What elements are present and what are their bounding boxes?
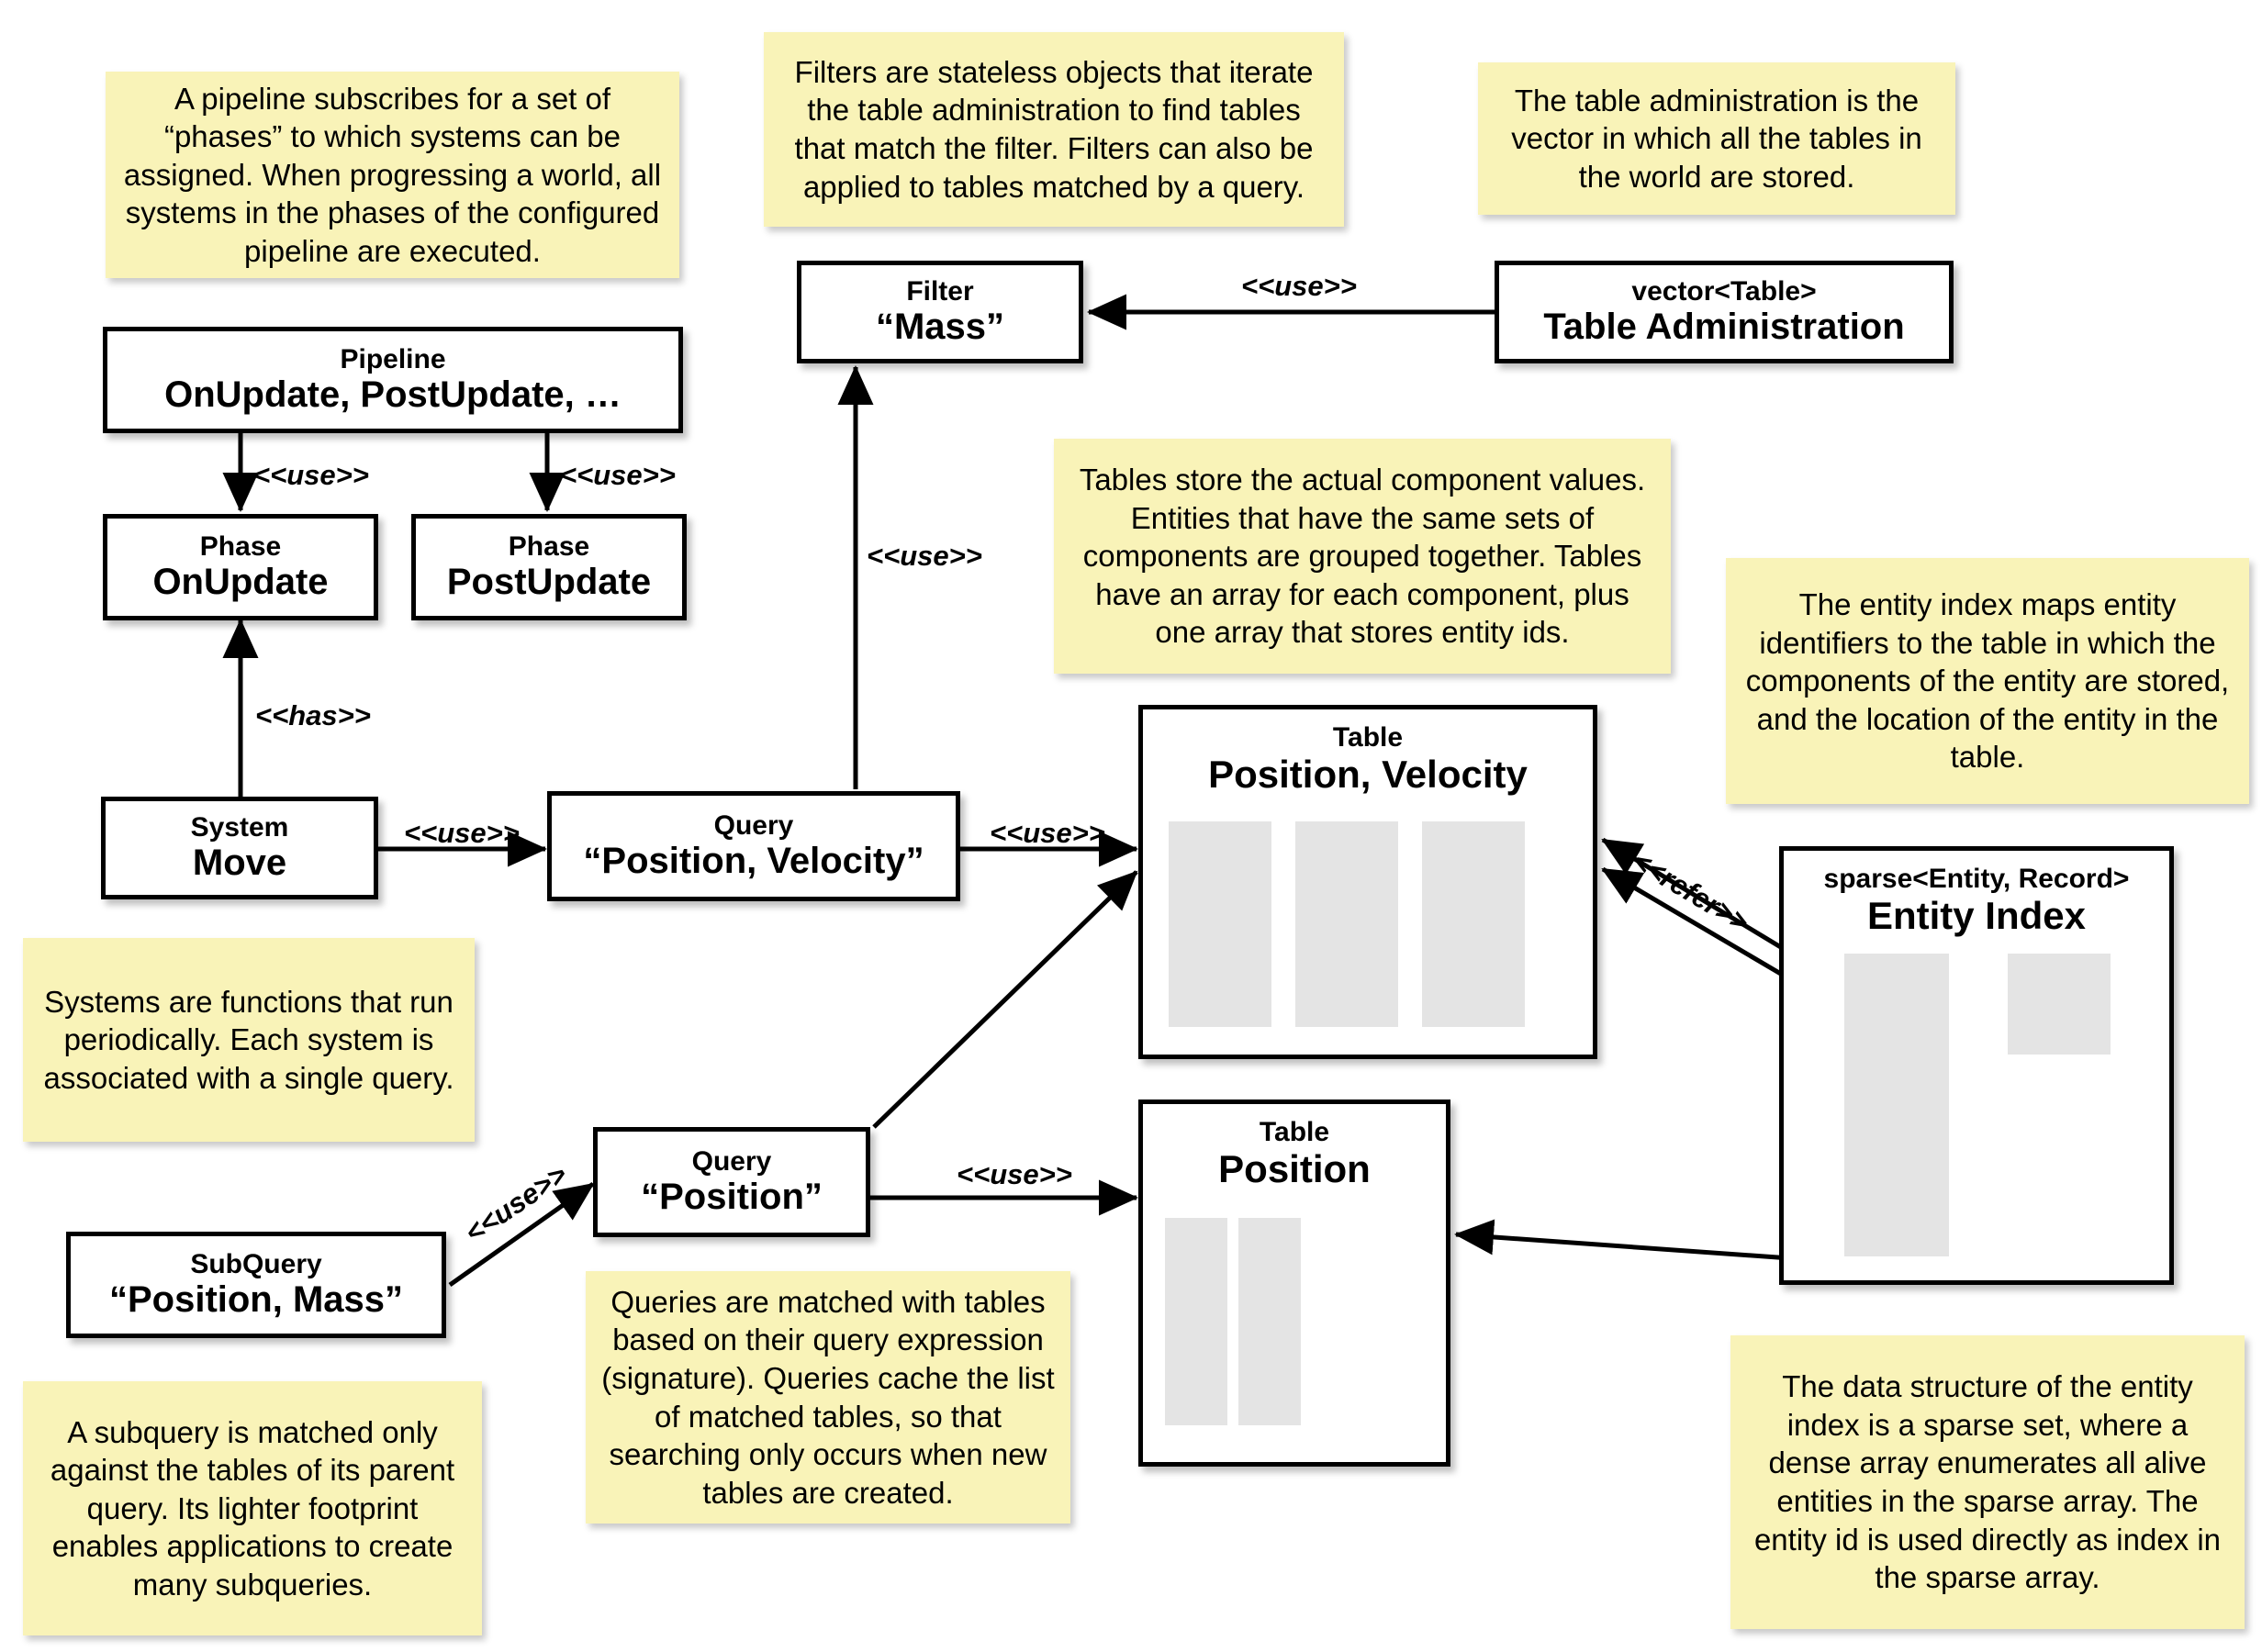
edge-label-system-has-phase: <<has>> bbox=[255, 699, 371, 731]
node-subquery-title: “Position, Mass” bbox=[108, 1279, 404, 1321]
node-system-move-stereotype: System bbox=[190, 812, 289, 843]
node-pipeline[interactable]: Pipeline OnUpdate, PostUpdate, … bbox=[103, 327, 683, 433]
edge-label-pipeline-postupdate: <<use>> bbox=[560, 459, 676, 491]
entity-index-stereotype: sparse<Entity, Record> bbox=[1823, 864, 2130, 894]
node-phase-postupdate-title: PostUpdate bbox=[446, 562, 652, 603]
note-sparse-text: The data structure of the entity index i… bbox=[1753, 1369, 2222, 1595]
edge-label-system-uses-query: <<use>> bbox=[404, 817, 520, 849]
table-p-column-1 bbox=[1165, 1218, 1227, 1425]
node-system-move[interactable]: System Move bbox=[101, 797, 378, 899]
node-subquery-position-mass[interactable]: SubQuery “Position, Mass” bbox=[66, 1232, 446, 1338]
note-entity-index-text: The entity index maps entity identifiers… bbox=[1745, 587, 2230, 775]
entity-index-header: sparse<Entity, Record> Entity Index bbox=[1784, 864, 2169, 938]
node-table-position-velocity[interactable]: Table Position, Velocity bbox=[1138, 705, 1597, 1059]
entity-index-sparse-array bbox=[1844, 954, 1949, 1256]
note-filter-text: Filters are stateless objects that itera… bbox=[794, 54, 1314, 204]
edge-label-subquery-uses-query: <<use>> bbox=[459, 1157, 573, 1250]
note-table-admin-text: The table administration is the vector i… bbox=[1511, 83, 1922, 194]
edge-label-queryp-uses-tablep: <<use>> bbox=[957, 1158, 1072, 1190]
edge-label-tableadmin-uses-filter: <<use>> bbox=[1241, 270, 1357, 302]
node-pipeline-title: OnUpdate, PostUpdate, … bbox=[164, 374, 621, 416]
table-p-stereotype: Table bbox=[1259, 1117, 1330, 1147]
note-system: Systems are functions that run periodica… bbox=[23, 938, 475, 1142]
node-system-move-title: Move bbox=[192, 843, 287, 884]
note-query-text: Queries are matched with tables based on… bbox=[601, 1284, 1055, 1510]
node-query-pv-stereotype: Query bbox=[713, 810, 794, 842]
table-p-column-2 bbox=[1238, 1218, 1301, 1425]
note-table-text: Tables store the actual component values… bbox=[1079, 463, 1646, 650]
edge-label-query-uses-filter: <<use>> bbox=[867, 540, 982, 572]
note-table-admin: The table administration is the vector i… bbox=[1478, 62, 1955, 215]
node-filter-title: “Mass” bbox=[875, 307, 1005, 348]
node-table-administration[interactable]: vector<Table> Table Administration bbox=[1495, 261, 1954, 363]
entity-index-title: Entity Index bbox=[1866, 894, 2087, 937]
node-query-position[interactable]: Query “Position” bbox=[593, 1127, 870, 1237]
note-sparse: The data structure of the entity index i… bbox=[1730, 1335, 2245, 1629]
note-subquery-text: A subquery is matched only against the t… bbox=[50, 1414, 455, 1602]
edge-label-pipeline-onupdate: <<use>> bbox=[253, 459, 369, 491]
node-query-p-title: “Position” bbox=[641, 1177, 823, 1218]
table-pv-column-2 bbox=[1295, 821, 1398, 1027]
node-table-position[interactable]: Table Position bbox=[1138, 1099, 1450, 1467]
edge-label-querypv-uses-tablepv: <<use>> bbox=[990, 817, 1105, 849]
edge-queryp-tablepv bbox=[872, 870, 1138, 1129]
node-phase-onupdate[interactable]: Phase OnUpdate bbox=[103, 514, 378, 620]
node-subquery-stereotype: SubQuery bbox=[190, 1249, 322, 1280]
table-pv-stereotype: Table bbox=[1332, 722, 1404, 753]
note-pipeline-text: A pipeline subscribes for a set of “phas… bbox=[123, 81, 662, 268]
node-phase-onupdate-title: OnUpdate bbox=[152, 562, 329, 603]
node-query-p-stereotype: Query bbox=[691, 1146, 772, 1178]
node-phase-postupdate[interactable]: Phase PostUpdate bbox=[411, 514, 687, 620]
entity-index-dense-array bbox=[2008, 954, 2111, 1055]
node-phase-postupdate-stereotype: Phase bbox=[508, 531, 590, 563]
node-filter-stereotype: Filter bbox=[906, 276, 974, 307]
note-pipeline: A pipeline subscribes for a set of “phas… bbox=[106, 72, 679, 278]
edge-label-entityindex-refer: <<refer>> bbox=[1626, 844, 1755, 939]
note-filter: Filters are stateless objects that itera… bbox=[764, 32, 1344, 227]
node-query-pv-title: “Position, Velocity” bbox=[583, 841, 924, 882]
note-entity-index: The entity index maps entity identifiers… bbox=[1726, 558, 2249, 804]
node-phase-onupdate-stereotype: Phase bbox=[199, 531, 282, 563]
note-query: Queries are matched with tables based on… bbox=[586, 1271, 1070, 1524]
table-pv-column-1 bbox=[1169, 821, 1271, 1027]
note-table: Tables store the actual component values… bbox=[1054, 439, 1671, 674]
table-p-title: Position bbox=[1218, 1147, 1371, 1190]
note-system-text: Systems are functions that run periodica… bbox=[43, 984, 454, 1095]
table-pv-title: Position, Velocity bbox=[1208, 753, 1528, 796]
node-entity-index[interactable]: sparse<Entity, Record> Entity Index bbox=[1779, 846, 2174, 1285]
table-pv-column-3 bbox=[1422, 821, 1525, 1027]
table-pv-header: Table Position, Velocity bbox=[1143, 722, 1593, 797]
node-table-admin-stereotype: vector<Table> bbox=[1631, 276, 1817, 307]
node-pipeline-stereotype: Pipeline bbox=[340, 344, 446, 375]
table-p-header: Table Position bbox=[1143, 1117, 1446, 1191]
node-filter-mass[interactable]: Filter “Mass” bbox=[797, 261, 1083, 363]
note-subquery: A subquery is matched only against the t… bbox=[23, 1381, 482, 1635]
node-table-admin-title: Table Administration bbox=[1543, 307, 1905, 348]
node-query-position-velocity[interactable]: Query “Position, Velocity” bbox=[547, 791, 960, 901]
